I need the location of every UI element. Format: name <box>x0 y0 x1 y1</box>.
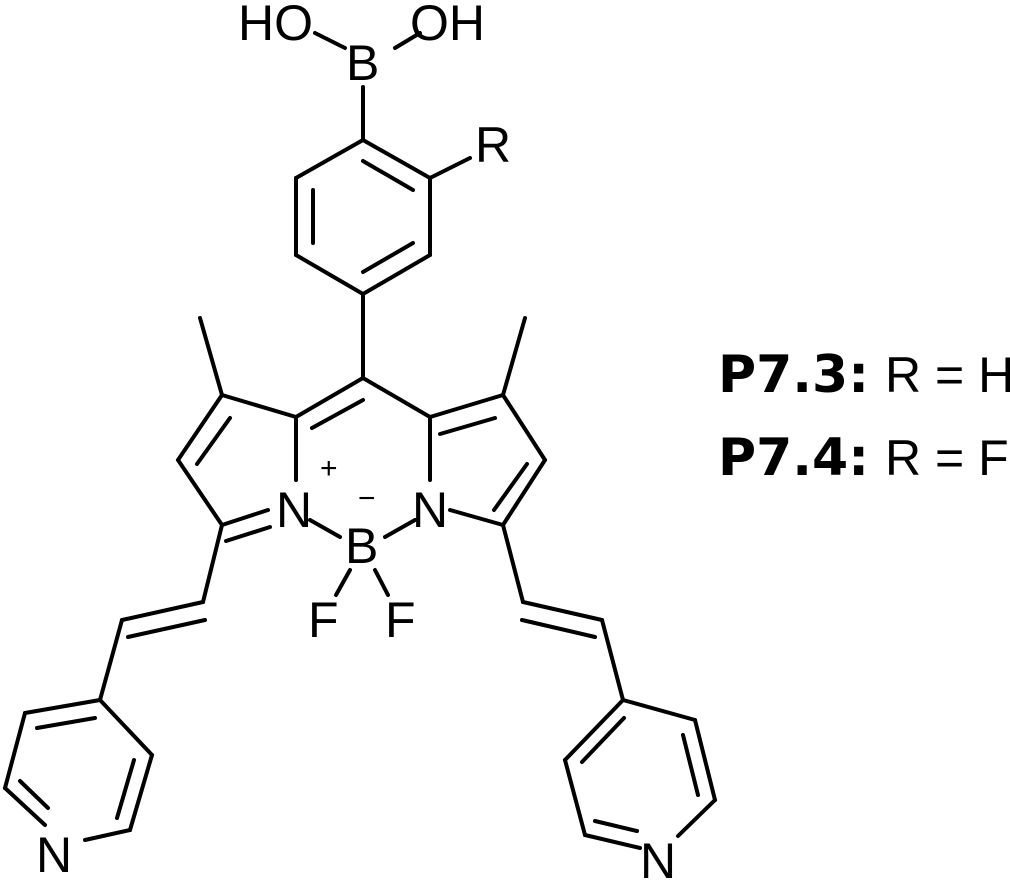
legend-def-p7-4: R = F <box>885 430 1009 486</box>
atom-n-pyridine-left: N <box>36 827 72 880</box>
atom-n-pyridine-right: N <box>640 833 676 880</box>
compound-legend: P7.3: R = H P7.4: R = F <box>718 345 1010 488</box>
atom-n-pyrrole-right: N <box>412 482 448 538</box>
atom-f-left: F <box>308 592 339 648</box>
atom-boron-boronic: B <box>346 35 379 91</box>
legend-row-p7-3: P7.3: R = H <box>718 345 1010 405</box>
charge-minus: − <box>358 482 376 515</box>
atom-r-substituent: R <box>475 117 511 173</box>
atom-boron-core: B <box>345 518 378 574</box>
atom-ho-left: HO <box>238 0 313 51</box>
legend-id-p7-3: P7.3: <box>718 345 869 405</box>
bonds <box>3 31 717 850</box>
atom-oh-right: OH <box>410 0 485 51</box>
atom-labels: HO OH B R N + N B − F F N N <box>36 0 676 880</box>
legend-id-p7-4: P7.4: <box>718 428 869 488</box>
legend-row-p7-4: P7.4: R = F <box>718 428 1009 488</box>
atom-f-right: F <box>385 592 416 648</box>
atom-n-pyrrole-left: N <box>276 482 312 538</box>
charge-plus: + <box>320 452 338 485</box>
legend-def-p7-3: R = H <box>885 347 1010 403</box>
